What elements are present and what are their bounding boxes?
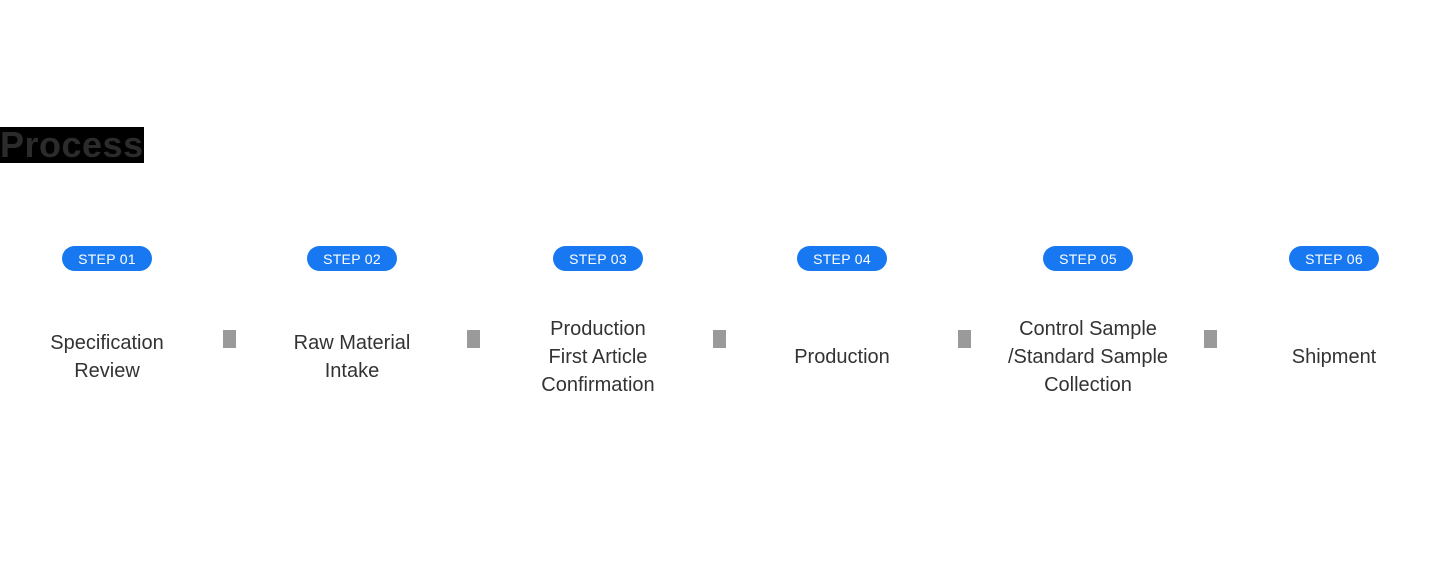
process-step-1: STEP 01 Specification Review [7, 246, 207, 399]
step-label: Production First Article Confirmation [541, 318, 655, 396]
step-badge: STEP 05 [1043, 246, 1133, 271]
step-arrow-placeholder-icon [713, 330, 726, 348]
step-badge: STEP 06 [1289, 246, 1379, 271]
process-step-3: STEP 03 Production First Article Confirm… [498, 246, 698, 399]
step-label: Shipment [1291, 346, 1377, 368]
process-step-5: STEP 05 Control Sample /Standard Sample … [988, 246, 1188, 399]
step-arrow-placeholder-icon [223, 330, 236, 348]
step-arrow-placeholder-icon [1204, 330, 1217, 348]
process-step-2: STEP 02 Raw Material Intake [252, 246, 452, 399]
step-badge: STEP 04 [797, 246, 887, 271]
process-steps-row: STEP 01 Specification Review STEP 02 Raw… [0, 246, 1440, 406]
process-step-6: STEP 06 Shipment [1234, 246, 1434, 399]
step-badge: STEP 01 [62, 246, 152, 271]
step-badge: STEP 02 [307, 246, 397, 271]
step-label: Specification Review [50, 332, 164, 382]
step-arrow-placeholder-icon [958, 330, 971, 348]
step-label: Raw Material Intake [293, 332, 411, 382]
step-label: Control Sample /Standard Sample Collecti… [1007, 318, 1169, 396]
process-step-4: STEP 04 Production [742, 246, 942, 399]
page-title: Process [0, 124, 144, 165]
step-badge: STEP 03 [553, 246, 643, 271]
step-label: Production [794, 346, 890, 368]
step-arrow-placeholder-icon [467, 330, 480, 348]
